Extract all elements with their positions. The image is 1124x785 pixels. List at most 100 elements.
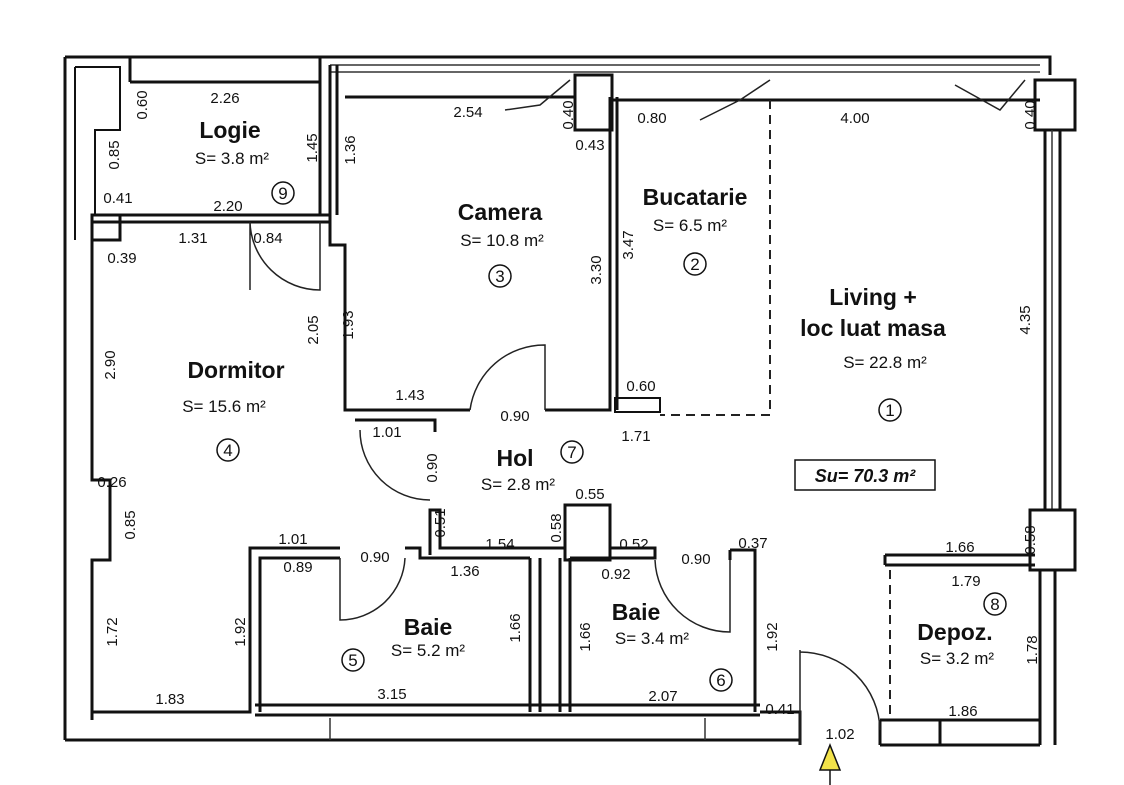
room-hol: Hol S= 2.8 m² 7 (481, 440, 584, 494)
dim-label: 0.85 (106, 140, 123, 169)
dim-label: 0.58 (548, 513, 565, 542)
room-number: 9 (278, 184, 287, 203)
dim-label: 3.47 (620, 230, 637, 259)
dim-label: 0.26 (97, 474, 126, 491)
baie5-top-wall (405, 546, 530, 560)
dim-label: 1.71 (621, 428, 650, 445)
room-number: 8 (990, 595, 999, 614)
dim-label: 2.20 (213, 198, 242, 215)
baie-partition (528, 558, 572, 712)
dim-label: 1.45 (304, 133, 321, 162)
room-area: S= 3.4 m² (615, 629, 690, 648)
outer-wall-top (320, 55, 1052, 75)
room-name: Baie (612, 599, 661, 625)
dim-label: 0.39 (107, 250, 136, 267)
door-logie (249, 221, 321, 291)
door-baie6 (654, 559, 731, 633)
room-area: S= 3.8 m² (195, 149, 270, 168)
dim-label: 4.35 (1017, 305, 1034, 334)
pillar (573, 73, 614, 132)
dimensions: 0.60 2.26 0.85 1.45 0.41 2.20 1.31 0.84 … (97, 90, 1041, 743)
entrance-door (799, 650, 881, 745)
room-name: Hol (496, 445, 533, 471)
dim-label: 0.84 (253, 230, 282, 247)
dim-label: 0.55 (575, 486, 604, 503)
room-number: 3 (495, 267, 504, 286)
dim-label: 2.05 (305, 315, 322, 344)
room-name: Camera (458, 199, 543, 225)
room-name: Logie (199, 117, 260, 143)
dim-label: 0.40 (560, 100, 577, 129)
dim-label: 2.90 (102, 350, 119, 379)
dim-label: 0.37 (738, 535, 767, 552)
outer-wall-bottom (65, 710, 802, 745)
room-baie-5: Baie S= 5.2 m² 5 (341, 614, 465, 672)
entrance-arrow (818, 742, 842, 785)
pillar (90, 213, 122, 242)
dim-label: 0.90 (681, 551, 710, 568)
arrow-up-icon (818, 742, 842, 771)
room-name: Depoz. (917, 619, 992, 645)
dim-label: 1.66 (507, 613, 524, 642)
dim-label: 0.80 (637, 110, 666, 127)
room-number: 6 (716, 671, 725, 690)
pillar (1033, 78, 1077, 132)
window-top (330, 64, 1040, 73)
dim-label: 4.00 (840, 110, 869, 127)
room-number: 1 (885, 401, 894, 420)
dim-label: 1.79 (951, 573, 980, 590)
dim-label: 1.86 (948, 703, 977, 720)
dim-label: 0.52 (619, 536, 648, 553)
dim-label: 0.60 (134, 90, 151, 119)
dim-label: 0.58 (1022, 525, 1039, 554)
counter (614, 397, 661, 413)
room-area: S= 6.5 m² (653, 216, 728, 235)
camera-left-wall (328, 65, 339, 215)
room-area: S= 22.8 m² (843, 353, 927, 372)
dim-label: 0.90 (424, 453, 441, 482)
dim-label: 1.78 (1024, 635, 1041, 664)
dim-label: 1.92 (764, 622, 781, 651)
baie6-right-wall (728, 548, 757, 712)
dim-label: 1.01 (372, 424, 401, 441)
dim-label: 0.92 (601, 566, 630, 583)
dim-label: 1.72 (104, 617, 121, 646)
dim-label: 2.54 (453, 104, 482, 121)
room-name: Dormitor (187, 357, 284, 383)
outer-wall-right (1043, 130, 1062, 510)
room-depoz: Depoz. S= 3.2 m² 8 (917, 592, 1007, 668)
window-bottom (329, 718, 706, 740)
hol-walls (355, 418, 565, 555)
dim-label: 0.41 (765, 701, 794, 718)
room-area: S= 10.8 m² (460, 231, 544, 250)
dim-label: 0.85 (122, 510, 139, 539)
kitchen-wall (545, 97, 1040, 412)
doors (249, 79, 1026, 745)
dim-label: 1.83 (155, 691, 184, 708)
walls (63, 55, 1077, 747)
room-number: 7 (567, 443, 576, 462)
dim-label: 1.43 (395, 387, 424, 404)
room-number: 2 (690, 255, 699, 274)
dormitor-bottom-wall (92, 546, 340, 714)
window-door-camera (504, 79, 571, 111)
dim-label: 0.40 (1022, 100, 1039, 129)
room-logie: Logie S= 3.8 m² 9 (195, 117, 295, 205)
door-baie5 (339, 557, 406, 621)
bath-bottom-wall (255, 703, 760, 717)
pillar (1028, 508, 1077, 572)
dim-label: 1.92 (232, 617, 249, 646)
room-area: S= 15.6 m² (182, 397, 266, 416)
logie-bottom-wall (92, 213, 330, 224)
camera-walls (328, 95, 575, 412)
dim-label: 2.07 (648, 688, 677, 705)
room-bucatarie: Bucatarie S= 6.5 m² 2 (643, 184, 747, 276)
room-name: Living + (829, 284, 917, 310)
dim-label: 1.66 (577, 622, 594, 651)
door-camera (469, 344, 546, 411)
dim-label: 1.66 (945, 539, 974, 556)
room-living: Living + loc luat masa S= 22.8 m² 1 (800, 284, 946, 422)
dim-label: 0.89 (283, 559, 312, 576)
room-number: 4 (223, 441, 232, 460)
